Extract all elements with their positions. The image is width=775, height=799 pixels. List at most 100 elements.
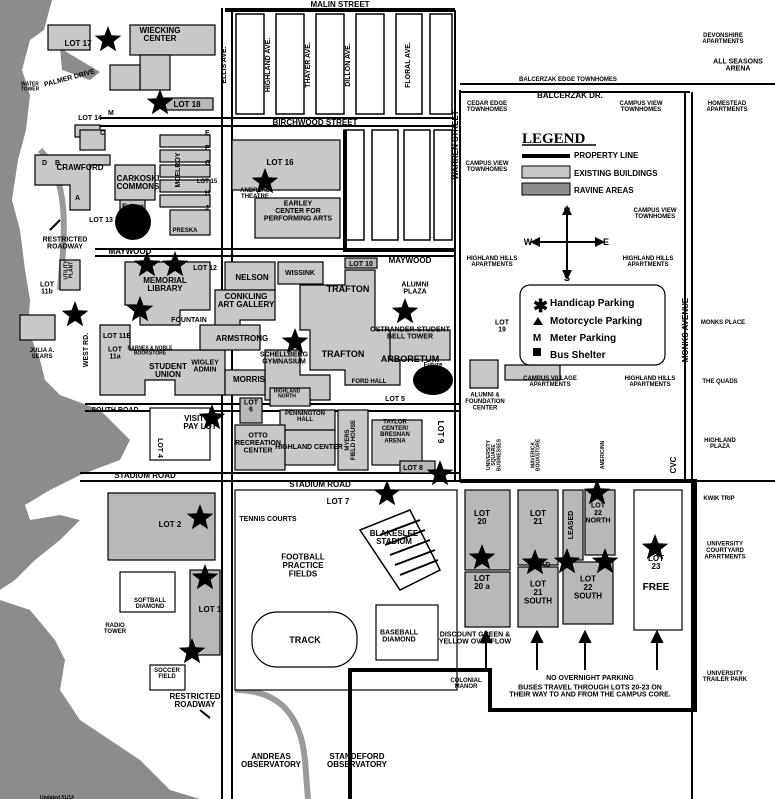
parking-star-marker	[186, 504, 214, 530]
lot-13: LOT 13	[89, 217, 113, 224]
lot-15: LOT 15	[197, 179, 218, 185]
building-letter: J	[205, 205, 209, 212]
lot-18: LOT 18	[173, 100, 201, 109]
parking-star-marker	[191, 564, 219, 590]
parking-star-marker	[178, 638, 206, 664]
bldg-preska: PRESKA	[172, 228, 198, 234]
area-maverick: MAVERICKBOOKSTORE	[530, 438, 541, 471]
parking-star-marker	[583, 479, 611, 505]
street-cvc: CVC	[669, 456, 678, 473]
lot-5: LOT 5	[385, 396, 405, 403]
parking-star-marker	[198, 404, 226, 430]
area-the-quads: THE QUADS	[702, 379, 737, 385]
parking-star-marker	[426, 460, 454, 486]
bldg-nelson: NELSON	[235, 273, 269, 282]
ravine-area	[60, 48, 100, 80]
parking-star-marker	[126, 296, 154, 322]
bldg-crawford: CRAWFORD	[56, 163, 103, 172]
bldg-morris: MORRIS	[233, 375, 266, 384]
street-floral: FLORAL AVE.	[405, 42, 412, 88]
lot-23-free: FREE	[643, 582, 670, 593]
future-health-sciences	[413, 365, 453, 395]
area-americinn: AMERICINN	[600, 440, 606, 469]
area-discount: DISCOUNT GREEN &YELLOW OVERFLOW	[439, 631, 512, 645]
parking-star-marker	[641, 534, 669, 560]
star-markers: ✱	[61, 26, 669, 664]
street-highland: HIGHLAND AVE.	[265, 38, 272, 93]
legend-motorcycle: Motorcycle Parking	[550, 316, 642, 327]
lot-16: LOT 16	[266, 158, 294, 167]
lot-8: LOT 8	[403, 465, 423, 472]
parking-star-marker	[133, 251, 161, 277]
building-letter: D	[42, 160, 47, 167]
lot-1: LOT 1	[199, 605, 222, 614]
area-balcerzak-edge: BALCERZAK EDGE TOWNHOMES	[519, 77, 617, 83]
lot-9: LOT 9	[436, 421, 445, 444]
building-letter: B	[55, 160, 60, 167]
parking-star-marker	[373, 480, 401, 506]
building-letter: A	[75, 195, 80, 202]
parking-star-marker	[161, 251, 189, 277]
area-monks-place: MONKS PLACE	[701, 320, 745, 326]
blakeslee-stadium	[358, 509, 442, 591]
lot-17: LOT 17	[64, 39, 92, 48]
building-letter: F	[205, 145, 210, 152]
area-univ-square: UNIVERSITYSQUAREBUSINESSES	[486, 438, 503, 471]
bldg-myers: MYERSFIELD HOUSE	[345, 420, 357, 460]
lot-12: LOT 12	[193, 265, 217, 272]
area-kwik-trip: KWIK TRIP	[703, 496, 734, 502]
lot-11e: LOT 11E	[103, 333, 131, 340]
area-no-overnight: NO OVERNIGHT PARKING	[546, 675, 634, 682]
street-thayer: THAYER AVE.	[305, 42, 312, 88]
lot-4: LOT 4	[156, 438, 163, 458]
street-ellis: ELLIS AVE.	[221, 46, 228, 83]
street-birchwood: BIRCHWOOD STREET	[273, 118, 358, 127]
street-balcerzak: BALCERZAK DR.	[537, 91, 603, 100]
bldg-track: TRACK	[289, 635, 321, 645]
parking-star-marker	[468, 544, 496, 570]
ravine-area	[0, 600, 200, 799]
building-letter: C	[100, 130, 105, 137]
parking-star-marker	[94, 26, 122, 52]
